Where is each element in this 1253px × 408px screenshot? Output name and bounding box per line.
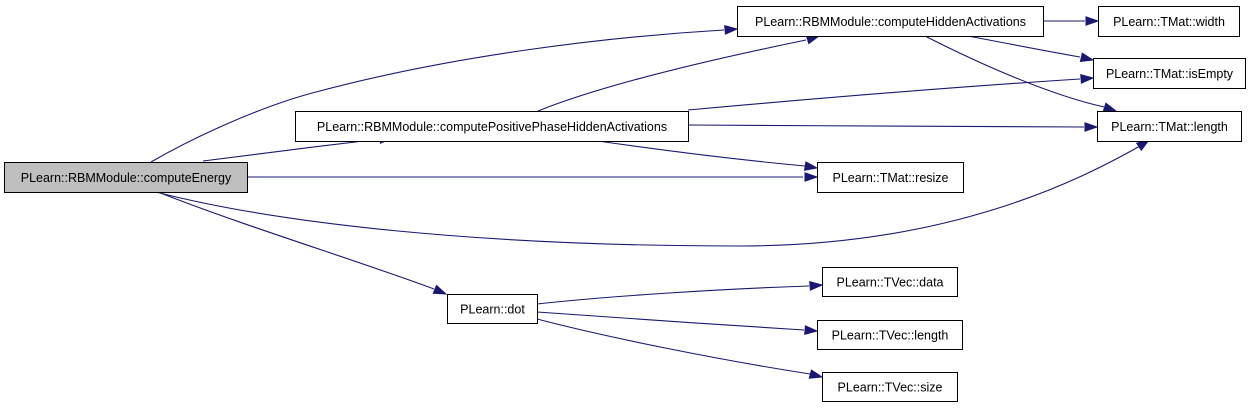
node-label: PLearn::TVec::length	[832, 329, 949, 343]
edge-computePositivePhaseHiddenActivations-to-computeHiddenActivations	[537, 34, 821, 112]
node-computeEnergy[interactable]: PLearn::RBMModule::computeEnergy	[4, 162, 248, 193]
edge-line	[157, 191, 435, 290]
edge-line	[536, 311, 805, 331]
edge-computeHiddenActivations-to-tmat_isEmpty	[967, 35, 1095, 62]
node-box	[1093, 58, 1246, 89]
node-label: PLearn::TVec::size	[838, 381, 943, 395]
edge-line	[537, 39, 807, 112]
node-label: PLearn::TMat::isEmpty	[1106, 67, 1234, 81]
node-tmat_resize[interactable]: PLearn::TMat::resize	[817, 162, 964, 193]
node-tmat_isEmpty[interactable]: PLearn::TMat::isEmpty	[1093, 58, 1246, 89]
arrowhead-icon	[1079, 52, 1095, 62]
node-box	[822, 267, 958, 297]
node-label: PLearn::TMat::resize	[832, 171, 948, 185]
edges-layer	[150, 16, 1151, 379]
node-box	[1097, 111, 1242, 142]
edge-line	[687, 124, 1085, 128]
node-tvec_size[interactable]: PLearn::TVec::size	[822, 372, 958, 402]
node-box	[4, 162, 248, 193]
node-box	[822, 372, 958, 402]
edge-computePositivePhaseHiddenActivations-to-tmat_length	[687, 122, 1099, 132]
edge-computeHiddenActivations-to-tmat_width	[1043, 16, 1100, 26]
node-label: PLearn::RBMModule::computeEnergy	[21, 171, 232, 185]
node-box	[817, 320, 963, 350]
node-label: PLearn::TVec::data	[836, 276, 943, 290]
edge-line	[155, 145, 1141, 247]
node-tvec_length[interactable]: PLearn::TVec::length	[817, 320, 963, 350]
node-label: PLearn::RBMModule::computePositivePhaseH…	[317, 120, 667, 134]
node-label: PLearn::TMat::width	[1113, 15, 1225, 29]
arrowhead-icon	[803, 161, 819, 171]
nodes-layer: PLearn::RBMModule::computeEnergyPLearn::…	[4, 6, 1246, 402]
edge-computeEnergy-to-computeHiddenActivations	[150, 25, 739, 163]
edge-line	[967, 35, 1081, 58]
edge-dot-to-tvec_data	[536, 281, 824, 305]
arrowhead-icon	[1085, 16, 1100, 26]
edge-line	[597, 140, 806, 167]
node-box	[447, 294, 538, 324]
arrowhead-icon	[1102, 102, 1118, 112]
node-label: PLearn::TMat::length	[1111, 120, 1228, 134]
edge-computePositivePhaseHiddenActivations-to-tmat_resize	[597, 140, 819, 171]
node-label: PLearn::RBMModule::computeHiddenActivati…	[755, 15, 1026, 29]
node-tvec_data[interactable]: PLearn::TVec::data	[822, 267, 958, 297]
edge-line	[536, 285, 810, 305]
edge-line	[150, 29, 725, 163]
edge-line	[202, 138, 381, 162]
edge-computePositivePhaseHiddenActivations-to-tmat_isEmpty	[687, 74, 1095, 111]
node-box	[737, 6, 1044, 37]
node-dot[interactable]: PLearn::dot	[447, 294, 538, 324]
node-computeHiddenActivations[interactable]: PLearn::RBMModule::computeHiddenActivati…	[737, 6, 1044, 37]
node-tmat_length[interactable]: PLearn::TMat::length	[1097, 111, 1242, 142]
edge-line	[687, 78, 1081, 111]
arrowhead-icon	[724, 25, 739, 35]
node-tmat_width[interactable]: PLearn::TMat::width	[1098, 6, 1240, 37]
edge-dot-to-tvec_size	[536, 318, 824, 379]
edge-line	[536, 318, 811, 375]
node-box	[295, 111, 689, 142]
arrowhead-icon	[804, 325, 819, 335]
edge-computeEnergy-to-tmat_length	[155, 139, 1151, 247]
arrowhead-icon	[1080, 74, 1095, 84]
edge-computeHiddenActivations-to-tmat_length	[924, 35, 1118, 112]
edge-dot-to-tvec_length	[536, 311, 819, 335]
arrowhead-icon	[804, 172, 819, 182]
edge-computeEnergy-to-tmat_resize	[247, 172, 819, 182]
node-box	[1098, 6, 1240, 37]
edge-computeEnergy-to-dot	[157, 191, 448, 295]
node-computePositivePhaseHiddenActivations[interactable]: PLearn::RBMModule::computePositivePhaseH…	[295, 111, 689, 142]
edge-line	[924, 35, 1105, 108]
arrowhead-icon	[1084, 122, 1099, 132]
arrowhead-icon	[809, 281, 824, 291]
node-box	[817, 162, 964, 193]
arrowhead-icon	[808, 369, 824, 379]
node-label: PLearn::dot	[460, 303, 525, 317]
arrowhead-icon	[432, 284, 448, 295]
